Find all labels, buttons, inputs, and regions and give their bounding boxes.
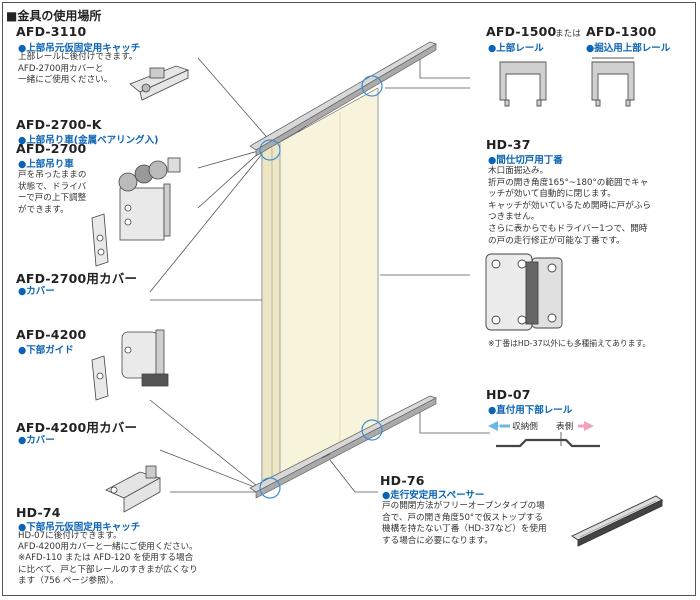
hd74-subtitle: ●下部吊元仮固定用キャッチ	[18, 522, 141, 533]
page-title: ■金具の使用場所	[6, 9, 102, 23]
afd3110-description: 上部レールに後付けできます。 AFD-2700用カバーと 一緒にご使用ください。	[18, 52, 138, 86]
hd37-illustration	[485, 253, 563, 331]
afd1300-code: AFD-1300	[586, 24, 657, 39]
afd2700-code: AFD-2700	[16, 141, 87, 156]
afd4200-cover-code: AFD-4200用カバー	[16, 420, 138, 435]
hd37-note: ※丁番はHD-37以外にも多種揃えてあります。	[488, 339, 651, 348]
hd76-code: HD-76	[380, 473, 425, 488]
afd3110-subtitle: ●上部吊元仮固定用キャッチ	[18, 43, 141, 54]
hd76-illustration	[571, 495, 663, 547]
afd1500-code: AFD-1500	[486, 24, 557, 39]
afd2700-description: 戸を吊ったままの 状態で、ドライバ ーで戸の上下調整 ができます。	[18, 170, 87, 215]
hd37-description: 木口面掘込み。 折戸の開き角度165°~180°の範囲でキャ ッチが効いて自動的…	[488, 166, 652, 246]
afd2700-cover-subtitle: ●カバー	[18, 286, 55, 297]
afd1500-section	[499, 61, 547, 107]
hd76-subtitle: ●走行安定用スペーサー	[382, 490, 485, 501]
hd07-subtitle: ●直付用下部レール	[488, 405, 573, 416]
afd4200-illustration	[121, 329, 169, 387]
afd2700-cover-illustration	[91, 213, 109, 267]
afd1500-or: または	[555, 29, 581, 39]
afd4200-code: AFD-4200	[16, 327, 87, 342]
hd07-right-label: 表側	[556, 422, 574, 432]
hd76-description: 戸の開閉方法がフリーオープンタイプの場 合で、戸の開き角度50°で仮ストップする…	[382, 501, 547, 546]
afd3110-code: AFD-3110	[16, 24, 87, 39]
afd1300-section	[591, 57, 635, 107]
afd3110-illustration	[129, 65, 190, 101]
hd37-subtitle: ●間仕切戸用丁番	[488, 155, 563, 166]
afd2700-subtitle: ●上部吊り車	[18, 159, 74, 170]
afd1300-subtitle: ●掘込用上部レール	[586, 43, 671, 54]
afd2700k-subtitle: ●上部吊り車(金属ベアリング入)	[18, 135, 159, 146]
afd1500-subtitle: ●上部レール	[488, 43, 544, 54]
hd37-code: HD-37	[486, 137, 531, 152]
hd74-illustration	[105, 465, 162, 513]
afd4200-cover-illustration	[91, 355, 109, 401]
hd07-illustration	[488, 421, 600, 448]
afd4200-subtitle: ●下部ガイド	[18, 345, 74, 356]
afd4200-cover-subtitle: ●カバー	[18, 435, 55, 446]
hd07-left-label: 収納側	[512, 422, 538, 432]
afd2700k-code: AFD-2700-K	[16, 117, 102, 132]
afd2700-cover-code: AFD-2700用カバー	[16, 271, 138, 286]
hd07-code: HD-07	[486, 387, 531, 402]
hd74-description: HD-07に後付けできます。 AFD-4200用カバーと一緒にご使用ください。 …	[18, 531, 198, 586]
afd2700-illustration	[118, 157, 181, 241]
hd74-code: HD-74	[16, 505, 61, 520]
